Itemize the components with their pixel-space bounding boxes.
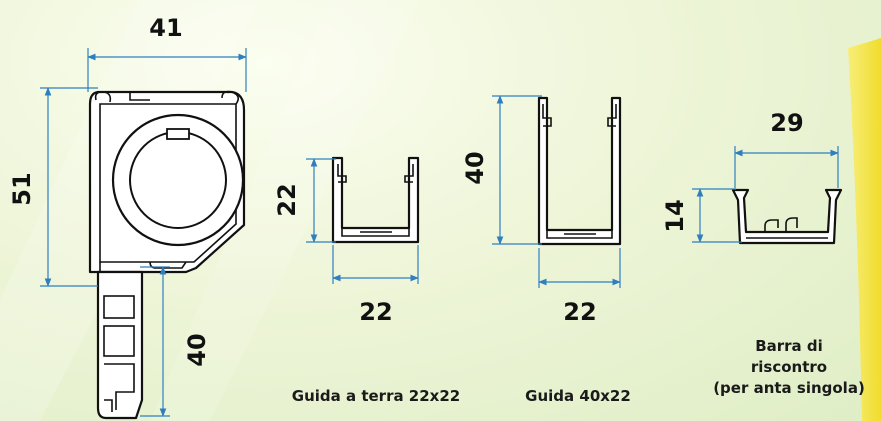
caption-strike-bar: Barra di riscontro (per anta singola) bbox=[697, 336, 881, 399]
yellow-accent bbox=[848, 38, 881, 421]
dim-box-height: 51 bbox=[8, 172, 36, 205]
caption-guide-tall: Guida 40x22 bbox=[525, 387, 631, 405]
dim-guide-small-width: 22 bbox=[359, 298, 392, 326]
caption-guide-small: Guida a terra 22x22 bbox=[291, 387, 461, 405]
caption-bar-line-3: (per anta singola) bbox=[713, 379, 865, 397]
strike-bar-profile bbox=[731, 188, 843, 245]
dim-bar-width: 29 bbox=[770, 109, 803, 137]
guide-small-profile bbox=[331, 156, 420, 244]
dim-box-leg-height: 40 bbox=[183, 333, 211, 366]
guide-tall-profile bbox=[537, 96, 622, 246]
roller-box-profile bbox=[88, 90, 246, 420]
roller-inner-circle bbox=[129, 131, 227, 229]
dim-guide-small-height: 22 bbox=[273, 183, 301, 216]
dim-guide-tall-width: 22 bbox=[563, 298, 596, 326]
dim-box-width: 41 bbox=[149, 14, 182, 42]
caption-bar-line-1: Barra di bbox=[755, 337, 823, 355]
dim-bar-height: 14 bbox=[661, 199, 689, 232]
dim-guide-tall-height: 40 bbox=[461, 151, 489, 184]
caption-bar-line-2: riscontro bbox=[750, 358, 828, 376]
